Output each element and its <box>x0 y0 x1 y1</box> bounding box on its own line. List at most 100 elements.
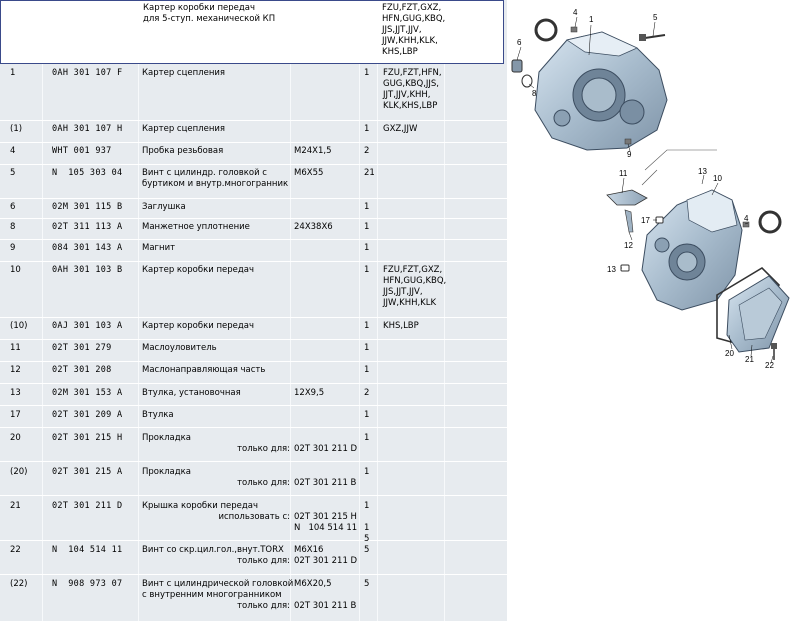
row-description: Заглушка <box>142 202 186 212</box>
row-description: Маслонаправляющая часть <box>142 365 266 375</box>
table-row[interactable]: (22) N 908 973 07 Винт с цилиндрической … <box>0 574 507 621</box>
screw-head <box>639 34 646 41</box>
row-only-for-label: использовать с: <box>218 512 290 522</box>
table-row[interactable]: 11 02T 301 279 Маслоуловитель 1 <box>0 339 507 362</box>
table-row[interactable]: 22 N 104 514 11 Винт со скр.цил.гол.,вну… <box>0 540 507 575</box>
alignment-line <box>644 149 717 171</box>
row-position: (1) <box>10 124 23 134</box>
small-seal <box>521 74 533 88</box>
row-part-number: 02T 301 215 H <box>52 433 123 443</box>
row-position: 11 <box>10 343 21 353</box>
header-description: Картер коробки передач для 5-ступ. механ… <box>143 3 276 24</box>
row-quantity: 1 1 5 <box>364 501 370 544</box>
row-spec: M6X20,5 02T 301 211 B <box>294 579 357 611</box>
row-only-for-label: только для: <box>237 601 290 611</box>
row-part-number: 084 301 143 A <box>52 243 123 253</box>
output-seal <box>758 210 782 234</box>
clutch-housing <box>534 31 668 151</box>
table-row[interactable]: 20 02T 301 215 H Прокладка только для: 0… <box>0 427 507 462</box>
table-row[interactable]: (10) 0AJ 301 103 A Картер коробки переда… <box>0 317 507 340</box>
table-row[interactable]: (1) 0AH 301 107 H Картер сцепления 1 GXZ… <box>0 120 507 143</box>
table-row[interactable]: 13 02M 301 153 A Втулка, установочная 12… <box>0 383 507 406</box>
table-row[interactable]: 17 02T 301 209 A Втулка 1 <box>0 405 507 428</box>
row-part-number: 02M 301 153 A <box>52 388 123 398</box>
screw <box>644 34 666 39</box>
row-part-number: WHT 001 937 <box>52 146 112 156</box>
row-spec: 12X9,5 <box>294 388 325 398</box>
table-row[interactable]: 6 02M 301 115 B Заглушка 1 <box>0 198 507 219</box>
row-description: Винт со скр.цил.гол.,внут.TORX <box>142 545 284 555</box>
table-row[interactable]: (20) 02T 301 215 A Прокладка только для:… <box>0 461 507 496</box>
row-spec: M6X16 02T 301 211 D <box>294 545 358 566</box>
row-spec: M6X55 <box>294 168 324 178</box>
row-position: 8 <box>10 222 16 232</box>
row-only-for-label: только для: <box>237 478 290 488</box>
callout-12: 12 <box>624 241 633 250</box>
callout-13-upper: 13 <box>698 167 707 176</box>
row-position: 20 <box>10 433 21 443</box>
table-row[interactable]: 8 02T 311 113 A Манжетное уплотнение 24X… <box>0 218 507 240</box>
row-description: Втулка, установочная <box>142 388 241 398</box>
table-row[interactable]: 10 0AH 301 103 B Картер коробки передач … <box>0 261 507 318</box>
callout-22: 22 <box>765 361 774 370</box>
row-description: Втулка <box>142 410 174 420</box>
table-row[interactable]: 9 084 301 143 A Магнит 1 <box>0 239 507 262</box>
cover-screw <box>771 343 777 349</box>
row-position: (10) <box>10 321 28 331</box>
row-quantity: 1 <box>364 202 370 212</box>
callout-6: 6 <box>517 38 522 47</box>
row-position: 1 <box>10 68 16 78</box>
row-quantity: 1 <box>364 410 370 420</box>
row-part-number: N 908 973 07 <box>52 579 123 589</box>
callout-4: 4 <box>573 8 578 17</box>
bushing <box>620 264 630 272</box>
callout-21: 21 <box>745 355 754 364</box>
callout-13: 13 <box>607 265 616 274</box>
row-description: Пробка резьбовая <box>142 146 224 156</box>
row-position: 17 <box>10 410 21 420</box>
row-part-number: 02T 301 208 <box>52 365 112 375</box>
row-quantity: 1 <box>364 68 370 78</box>
table-row[interactable]: 12 02T 301 208 Маслонаправляющая часть 1 <box>0 361 507 384</box>
callout-10: 10 <box>713 174 722 183</box>
callout-9: 9 <box>627 150 632 159</box>
callout-5: 5 <box>653 13 658 22</box>
table-row[interactable]: 4 WHT 001 937 Пробка резьбовая M24X1,5 2 <box>0 142 507 165</box>
header-engine-codes: FZU,FZT,GXZ, HFN,GUG,KBQ, JJS,JJT,JJV, J… <box>382 3 446 57</box>
row-description: Картер коробки передач <box>142 321 254 331</box>
row-position: 5 <box>10 168 16 178</box>
callout-11: 11 <box>619 169 628 178</box>
row-quantity: 1 <box>364 243 370 253</box>
row-position: 9 <box>10 243 16 253</box>
row-position: 12 <box>10 365 21 375</box>
table-row[interactable]: 1 0AH 301 107 F Картер сцепления 1 FZU,F… <box>0 64 507 121</box>
row-quantity: 5 <box>364 579 370 589</box>
row-quantity: 1 <box>364 265 370 275</box>
gearbox-housing <box>641 189 743 311</box>
row-part-number: 02T 301 215 A <box>52 467 123 477</box>
table-row[interactable]: 5 N 105 303 04 Винт с цилиндр. головкой … <box>0 164 507 199</box>
row-quantity: 2 <box>364 388 370 398</box>
row-spec: 02T 301 215 H N 104 514 11 <box>294 512 358 533</box>
row-quantity: 1 <box>364 433 370 443</box>
row-description: Магнит <box>142 243 176 253</box>
row-quantity: 1 <box>364 467 370 477</box>
threaded-plug <box>570 26 578 33</box>
row-position: 22 <box>10 545 21 555</box>
oil-guide <box>624 209 634 233</box>
row-description: Крышка коробки передач <box>142 501 259 511</box>
callout-4-lower: 4 <box>744 214 749 223</box>
row-only-for-label: только для: <box>237 444 290 454</box>
magnet <box>624 138 632 145</box>
leader-lines <box>516 16 774 364</box>
callout-17: 17 <box>641 216 650 225</box>
row-description: Картер коробки передач <box>142 265 254 275</box>
row-quantity: 1 <box>364 222 370 232</box>
row-description: Маслоуловитель <box>142 343 217 353</box>
alignment-line <box>641 169 658 186</box>
table-row[interactable]: 21 02T 301 211 D Крышка коробки передач … <box>0 495 507 544</box>
row-part-number: N 105 303 04 <box>52 168 123 178</box>
row-part-number: 02T 311 113 A <box>52 222 123 232</box>
callout-8: 8 <box>532 89 537 98</box>
row-part-number: N 104 514 11 <box>52 545 123 555</box>
